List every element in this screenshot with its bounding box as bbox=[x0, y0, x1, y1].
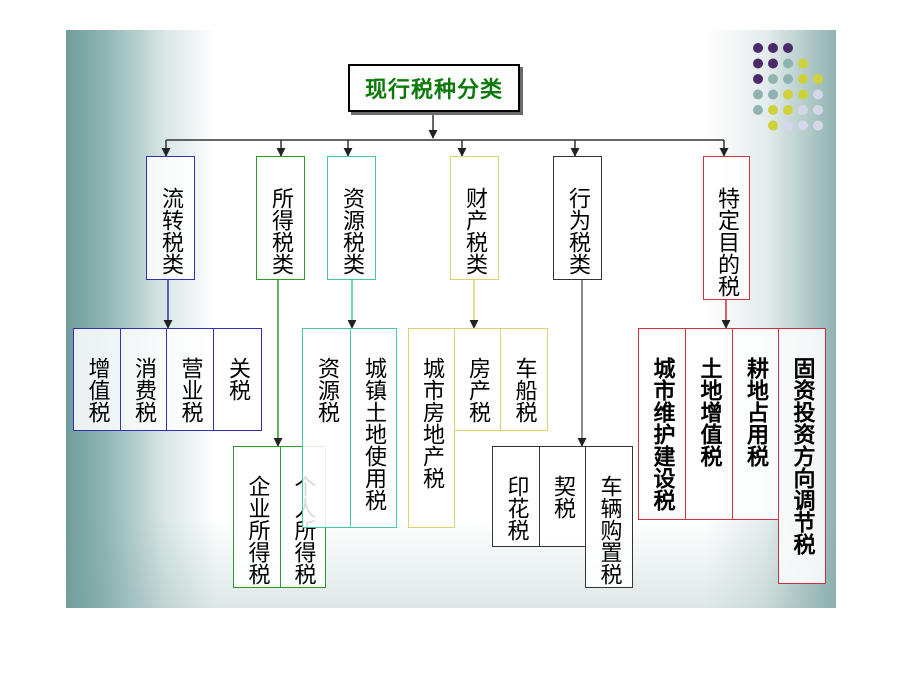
category-caichan: 财产税类 bbox=[450, 156, 499, 280]
tax-qi-label: 契税 bbox=[550, 475, 576, 519]
decor-dot bbox=[768, 58, 778, 69]
tax-chengshi-weihu-label: 城市维护建设税 bbox=[649, 357, 675, 511]
decorative-dots bbox=[753, 43, 823, 131]
category-suode-label: 所得税类 bbox=[268, 187, 294, 275]
tax-chechuan: 车船税 bbox=[500, 328, 548, 431]
decor-dot bbox=[753, 58, 763, 69]
decor-dot bbox=[783, 58, 793, 69]
tax-guzi-touzi-label: 固资投资方向调节税 bbox=[789, 357, 815, 555]
decor-dot bbox=[783, 74, 793, 84]
tax-guan: 关税 bbox=[213, 328, 262, 431]
tax-qi: 契税 bbox=[539, 446, 586, 547]
category-liuzhuan: 流转税类 bbox=[146, 156, 195, 280]
decor-dot bbox=[813, 105, 823, 115]
decor-dot bbox=[783, 105, 793, 115]
category-teding: 特定目的税 bbox=[703, 156, 750, 300]
tax-fangchan: 房产税 bbox=[454, 328, 501, 431]
decor-dot bbox=[768, 43, 778, 53]
decor-dot bbox=[813, 89, 823, 100]
tax-qiye-suode-label: 企业所得税 bbox=[244, 475, 270, 585]
decor-dot bbox=[753, 105, 763, 115]
decor-dot bbox=[753, 89, 763, 100]
tax-yingye-label: 营业税 bbox=[177, 357, 203, 423]
tax-chengzhen-tudi: 城镇土地使用税 bbox=[350, 328, 397, 528]
decor-dot bbox=[813, 120, 823, 131]
decor-dot bbox=[798, 105, 808, 115]
category-ziyuan: 资源税类 bbox=[327, 156, 376, 280]
tax-zengzhi-label: 增值税 bbox=[84, 357, 110, 423]
tax-cheliang-gouzhi-label: 车辆购置税 bbox=[596, 475, 622, 585]
tax-guan-label: 关税 bbox=[225, 357, 251, 401]
decor-dot bbox=[798, 58, 808, 69]
category-caichan-label: 财产税类 bbox=[462, 187, 488, 275]
category-teding-label: 特定目的税 bbox=[714, 187, 740, 297]
tax-yinhua-label: 印花税 bbox=[503, 475, 529, 541]
decor-dot bbox=[798, 120, 808, 131]
category-suode: 所得税类 bbox=[256, 156, 305, 280]
tax-chengshi-fangdichan: 城市房地产税 bbox=[408, 328, 455, 528]
decor-dot bbox=[768, 74, 778, 84]
tax-qiye-suode: 企业所得税 bbox=[233, 446, 281, 588]
tax-fangchan-label: 房产税 bbox=[465, 357, 491, 423]
tax-xiaofei: 消费税 bbox=[120, 328, 167, 431]
category-xingwei: 行为税类 bbox=[553, 156, 602, 280]
tax-gengdi-zhanyong-label: 耕地占用税 bbox=[743, 357, 769, 467]
decor-dot bbox=[798, 89, 808, 100]
decor-dot bbox=[783, 120, 793, 131]
tax-tudi-zengzhi-label: 土地增值税 bbox=[696, 357, 722, 467]
decor-dot bbox=[813, 74, 823, 84]
tax-chengshi-weihu: 城市维护建设税 bbox=[638, 328, 686, 520]
tax-chengzhen-tudi-label: 城镇土地使用税 bbox=[361, 357, 387, 511]
decor-dot bbox=[753, 74, 763, 84]
decor-dot bbox=[768, 120, 778, 131]
tax-guzi-touzi: 固资投资方向调节税 bbox=[778, 328, 826, 584]
tax-gengdi-zhanyong: 耕地占用税 bbox=[732, 328, 779, 520]
tax-xiaofei-label: 消费税 bbox=[131, 357, 157, 423]
diagram-title: 现行税种分类 bbox=[348, 64, 520, 112]
decor-dot bbox=[768, 105, 778, 115]
tax-ziyuan-shui-label: 资源税 bbox=[314, 357, 340, 423]
tax-chechuan-label: 车船税 bbox=[511, 357, 537, 423]
decor-dot bbox=[798, 74, 808, 84]
tax-tudi-zengzhi: 土地增值税 bbox=[685, 328, 733, 520]
tax-chengshi-fangdichan-label: 城市房地产税 bbox=[419, 357, 445, 489]
decor-dot bbox=[783, 89, 793, 100]
category-ziyuan-label: 资源税类 bbox=[339, 187, 365, 275]
decor-dot bbox=[753, 43, 763, 53]
tax-yinhua: 印花税 bbox=[492, 446, 540, 547]
category-xingwei-label: 行为税类 bbox=[565, 187, 591, 275]
decor-dot bbox=[768, 89, 778, 100]
tax-ziyuan-shui: 资源税 bbox=[302, 328, 351, 528]
tax-zengzhi: 增值税 bbox=[73, 328, 121, 431]
category-liuzhuan-label: 流转税类 bbox=[158, 187, 184, 275]
tax-yingye: 营业税 bbox=[166, 328, 214, 431]
decor-dot bbox=[783, 43, 793, 53]
tax-cheliang-gouzhi: 车辆购置税 bbox=[585, 446, 633, 588]
